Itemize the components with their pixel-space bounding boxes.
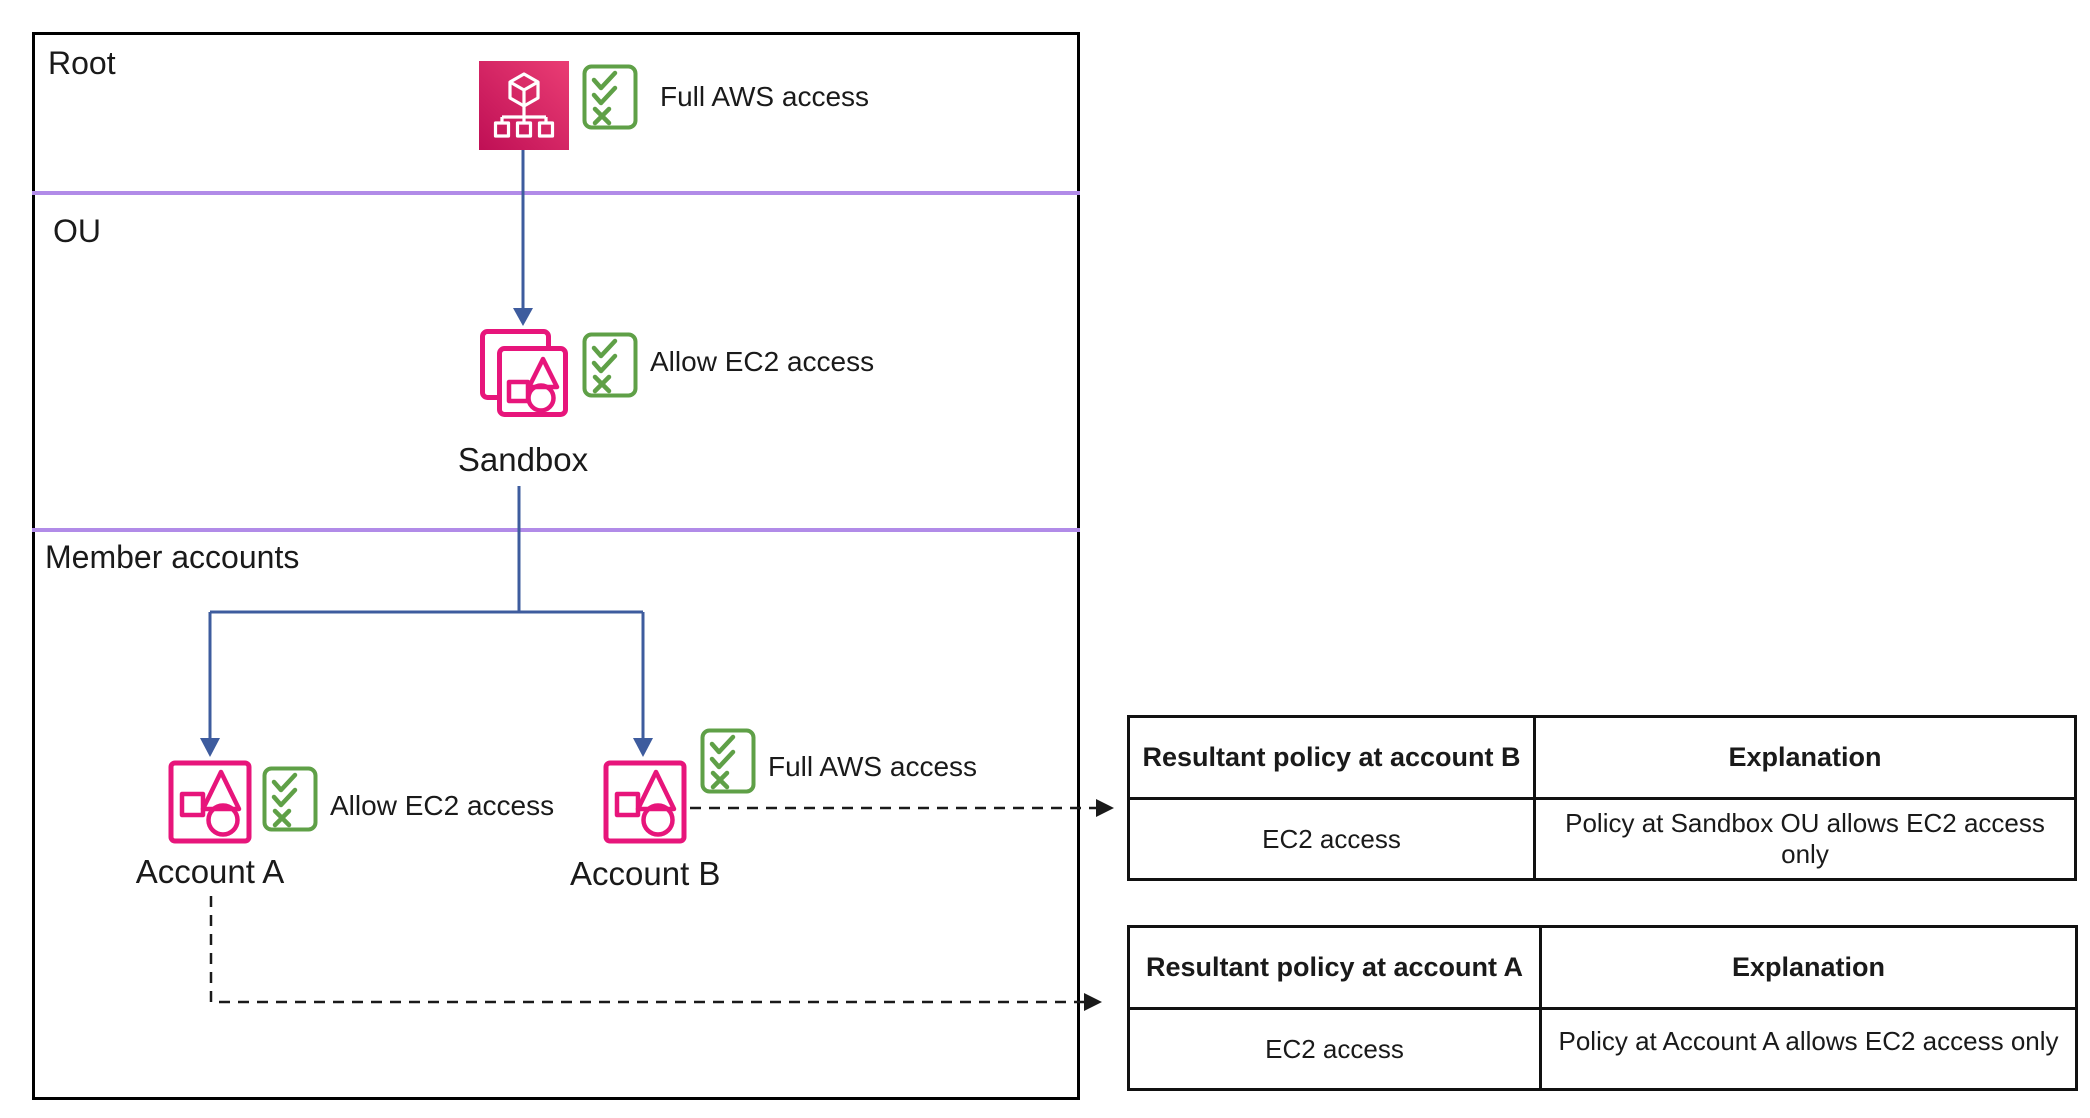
table-cell: Policy at Account A allows EC2 access on… — [1542, 1010, 2075, 1088]
organizational-unit-icon — [480, 329, 568, 417]
policy-checklist-icon — [700, 728, 756, 794]
arrow-right-icon — [1096, 799, 1114, 817]
table-header-cell: Explanation — [1536, 718, 2074, 797]
root-policy-label: Full AWS access — [660, 81, 870, 112]
resultant-policy-table-account-a: Resultant policy at account A Explanatio… — [1127, 925, 2078, 1091]
section-label-member-accounts: Member accounts — [45, 539, 300, 575]
account-a-label: Account A — [135, 853, 285, 890]
arrow-right-icon — [1084, 993, 1102, 1011]
account-a-icon — [168, 760, 252, 844]
table-cell: EC2 access — [1130, 1010, 1539, 1088]
section-label-ou: OU — [53, 213, 101, 249]
policy-checklist-icon — [582, 64, 638, 130]
resultant-policy-table-account-b: Resultant policy at account B Explanatio… — [1127, 715, 2077, 881]
account-b-icon — [603, 760, 687, 844]
table-header-cell: Resultant policy at account B — [1130, 718, 1533, 797]
organization-boundary-box — [32, 32, 1080, 1100]
account-a-policy-label: Allow EC2 access — [330, 790, 555, 821]
account-b-label: Account B — [570, 855, 721, 892]
section-label-root: Root — [48, 45, 116, 81]
table-header-cell: Explanation — [1542, 928, 2075, 1007]
table-cell: EC2 access — [1130, 800, 1533, 878]
policy-checklist-icon — [262, 766, 318, 832]
table-cell: Policy at Sandbox OU allows EC2 access o… — [1536, 800, 2074, 878]
organizations-root-icon — [479, 61, 569, 150]
sandbox-policy-label: Allow EC2 access — [650, 346, 875, 377]
account-b-policy-label: Full AWS access — [768, 751, 978, 782]
sandbox-ou-label: Sandbox — [457, 441, 589, 478]
table-header-cell: Resultant policy at account A — [1130, 928, 1539, 1007]
policy-checklist-icon — [582, 332, 638, 398]
